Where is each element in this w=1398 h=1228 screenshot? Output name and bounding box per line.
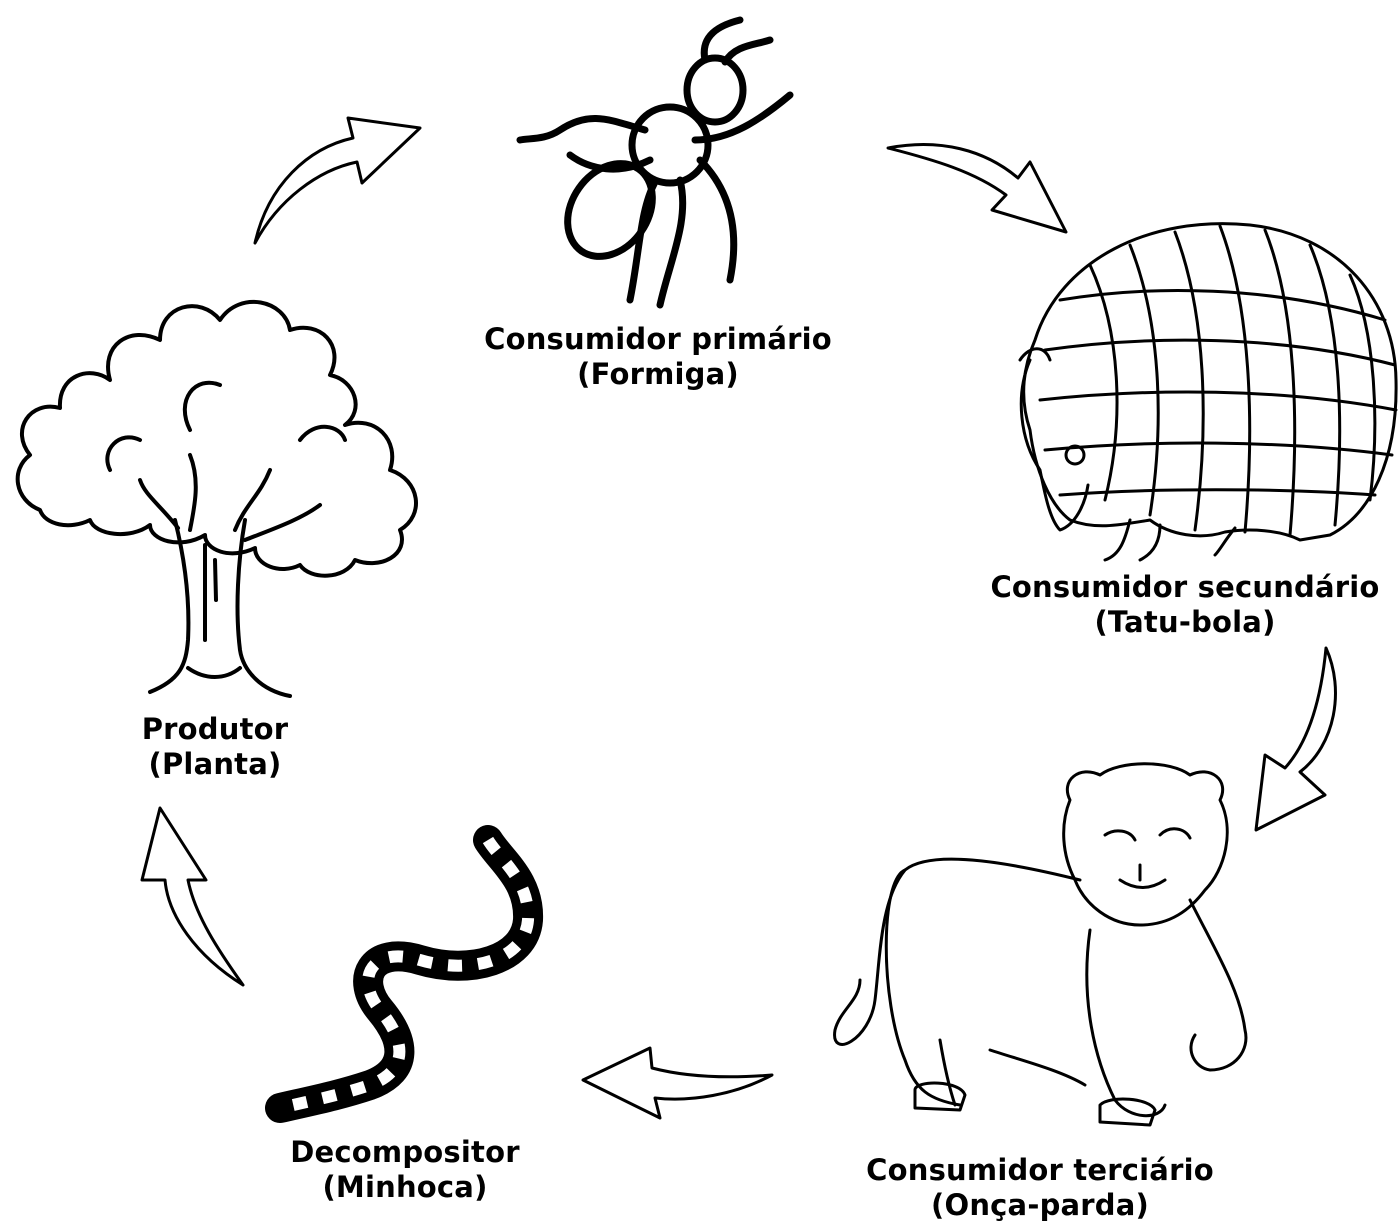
node-label-decomposer: Decompositor (Minhoca) (260, 1135, 550, 1205)
organism-label: (Formiga) (448, 357, 868, 392)
organism-label: (Minhoca) (260, 1170, 550, 1205)
role-label: Consumidor primário (448, 322, 868, 357)
role-label: Produtor (100, 712, 330, 747)
node-label-primary: Consumidor primário (Formiga) (448, 322, 868, 392)
role-label: Decompositor (260, 1135, 550, 1170)
node-label-tertiary: Consumidor terciário (Onça-parda) (830, 1153, 1250, 1223)
role-label: Consumidor secundário (975, 570, 1395, 605)
organism-label: (Planta) (100, 747, 330, 782)
node-label-producer: Produtor (Planta) (100, 712, 330, 782)
role-label: Consumidor terciário (830, 1153, 1250, 1188)
organism-label: (Tatu-bola) (975, 605, 1395, 640)
organism-label: (Onça-parda) (830, 1188, 1250, 1223)
node-label-secondary: Consumidor secundário (Tatu-bola) (975, 570, 1395, 640)
